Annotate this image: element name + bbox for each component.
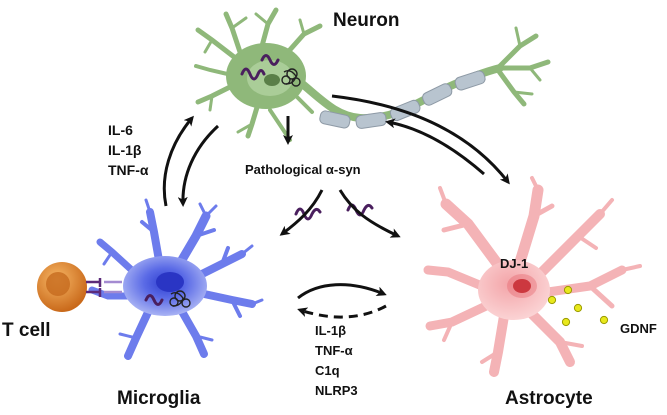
cytokine-il6: IL-6 bbox=[108, 122, 133, 138]
t-cell bbox=[37, 262, 122, 312]
factor-tnfa: TNF-α bbox=[315, 343, 353, 358]
interaction-arrows bbox=[162, 94, 510, 319]
factor-il1b: IL-1β bbox=[315, 323, 347, 338]
cytokine-list-neuron: IL-6 IL-1β TNF-α bbox=[108, 120, 148, 180]
t-cell-label: T cell bbox=[2, 320, 51, 341]
dj1-label: DJ-1 bbox=[500, 256, 529, 271]
neuron-label: Neuron bbox=[333, 10, 400, 31]
factor-nlrp3: NLRP3 bbox=[315, 383, 358, 398]
factor-list-astrocyte: IL-1β TNF-α C1q NLRP3 bbox=[315, 321, 358, 401]
microglia-label: Microglia bbox=[117, 388, 201, 409]
microglia-cell bbox=[88, 198, 264, 360]
pathological-alpha-syn-label: Pathological α-syn bbox=[245, 162, 361, 177]
gdnf-label: GDNF bbox=[620, 321, 657, 336]
alpha-syn-left-icon bbox=[294, 207, 322, 221]
cytokine-il1b: IL-1β bbox=[108, 142, 142, 158]
astrocyte-label: Astrocyte bbox=[505, 388, 593, 409]
astrocyte-cell bbox=[423, 176, 642, 377]
cytokine-tnfa: TNF-α bbox=[108, 162, 149, 178]
factor-c1q: C1q bbox=[315, 363, 340, 378]
